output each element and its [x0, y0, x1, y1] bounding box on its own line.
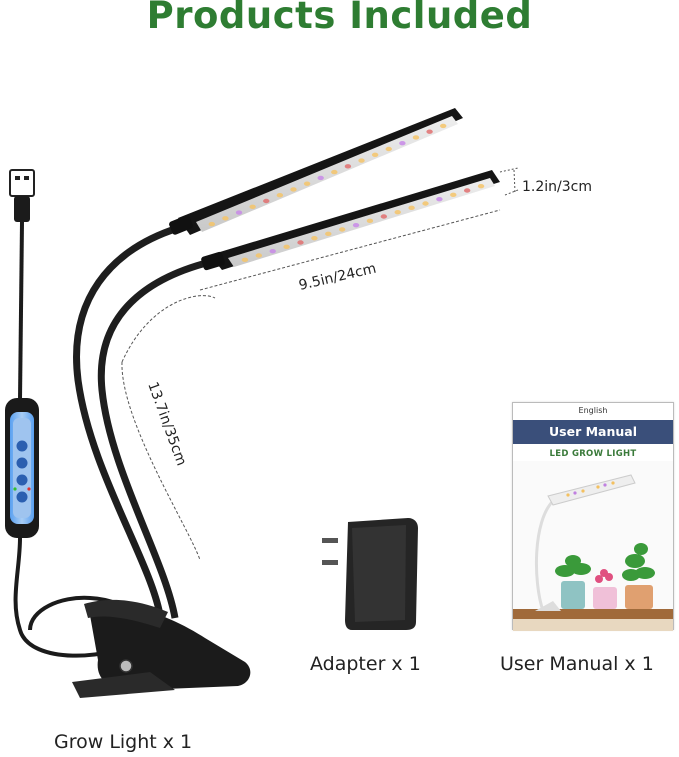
led-dot [249, 204, 256, 209]
led-dot [436, 196, 443, 202]
user-manual-cover: English User Manual LED GROW LIGHT [512, 402, 674, 631]
led-dot [439, 123, 447, 129]
led-dot [235, 210, 243, 215]
led-dot [331, 169, 338, 175]
led-dot [263, 198, 270, 204]
manual-title: User Manual [513, 420, 673, 444]
led-dot [371, 152, 379, 157]
led-dot [358, 158, 365, 163]
led-dot [303, 181, 311, 186]
led-dot [338, 227, 346, 232]
usb-plug-icon [9, 169, 35, 222]
manual-language: English [578, 406, 608, 415]
light-bar-upper [169, 108, 463, 235]
usb-cable [18, 221, 24, 401]
led-dot [344, 164, 352, 169]
led-dot [408, 205, 415, 211]
length-dimension-label: 9.5in/24cm [297, 261, 377, 294]
gooseneck-right [97, 258, 211, 619]
led-dot [385, 146, 392, 152]
caption-adapter: Adapter x 1 [310, 653, 421, 675]
dimension-width-line [499, 167, 519, 196]
led-dot [317, 175, 324, 181]
width-dimension-label: 1.2in/3cm [522, 179, 592, 195]
led-dot [394, 209, 401, 215]
led-dot [297, 240, 304, 245]
clip-icon [72, 599, 251, 698]
led-dot [352, 222, 360, 228]
led-dot [283, 244, 290, 250]
page-title: Products Included [146, 0, 533, 37]
led-dot [380, 214, 388, 219]
led-dot [366, 218, 374, 224]
led-dot [477, 183, 485, 189]
led-dot [255, 253, 263, 258]
controller-remote [5, 398, 39, 538]
caption-grow-light: Grow Light x 1 [54, 731, 193, 753]
dimension-length-line [199, 209, 501, 291]
led-dot [290, 187, 297, 192]
led-dot [311, 235, 318, 241]
light-bar-lower [201, 170, 500, 271]
led-dot [269, 248, 276, 254]
adapter-icon [322, 518, 418, 630]
dimension-gooseneck-line [121, 295, 216, 561]
led-dot [241, 257, 249, 263]
gooseneck-left [73, 224, 180, 616]
led-dot [222, 216, 229, 221]
led-dot [426, 129, 433, 134]
led-dot [399, 141, 406, 146]
gooseneck-dimension-label: 13.7in/35cm [144, 380, 189, 468]
caption-user-manual: User Manual x 1 [500, 653, 654, 675]
led-dot [208, 221, 216, 227]
led-dot [463, 188, 471, 193]
led-dot [412, 135, 420, 140]
led-dot [325, 231, 332, 237]
led-dot [450, 192, 457, 198]
led-dot [422, 201, 429, 206]
led-dot [276, 193, 284, 198]
manual-subtitle: LED GROW LIGHT [549, 449, 637, 459]
manual-photo [513, 461, 673, 631]
